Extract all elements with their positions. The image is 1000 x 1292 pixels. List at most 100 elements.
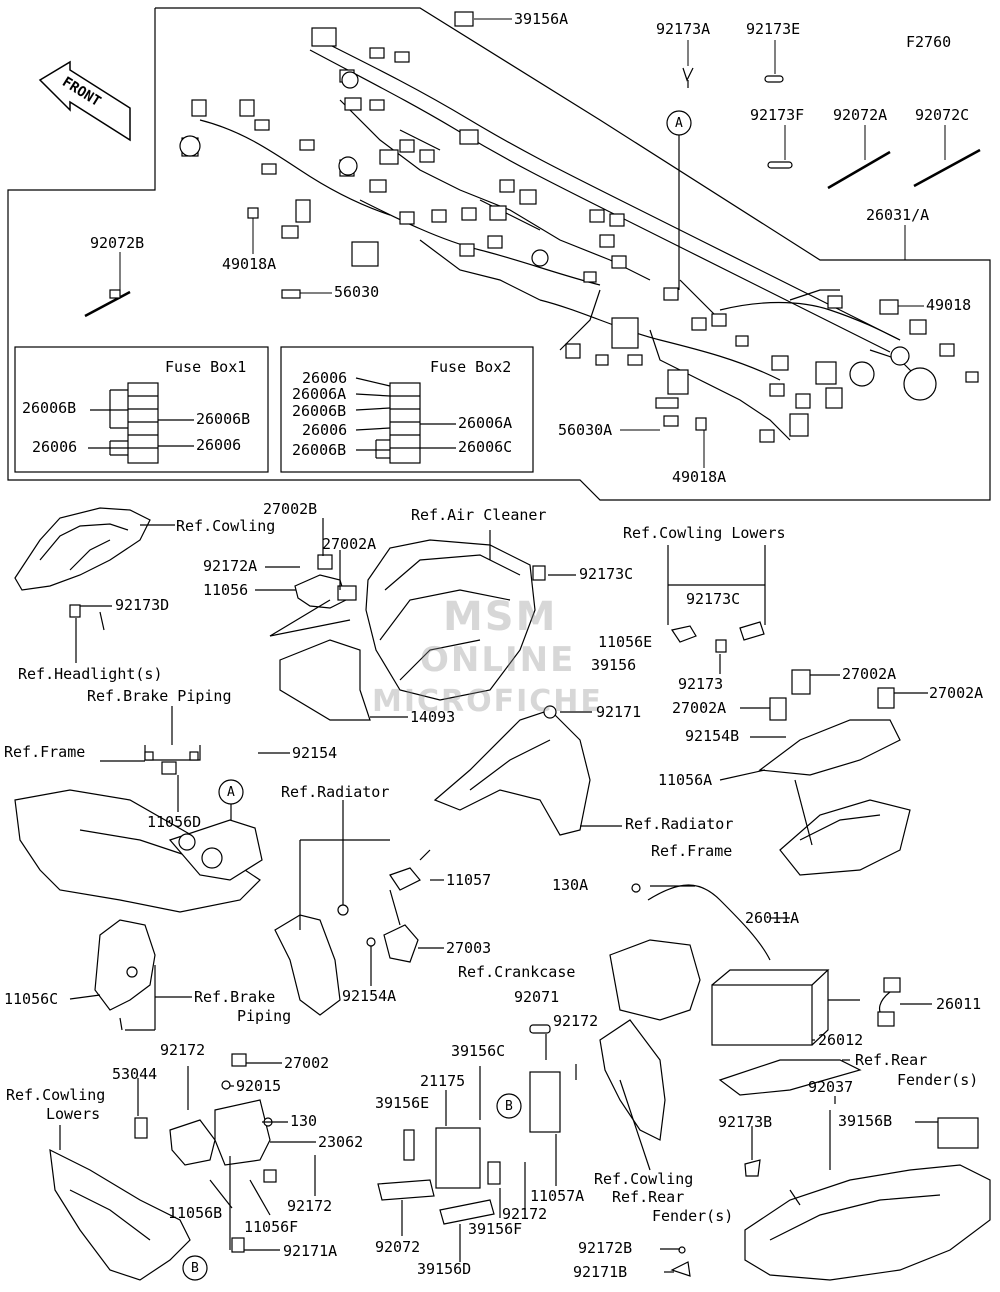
part-92072a[interactable]: 92072A (833, 106, 888, 124)
harness-frame-outline (7, 7, 991, 501)
part-27002a-r1[interactable]: 27002A (842, 665, 897, 683)
fuse-box-1-outline (14, 346, 269, 473)
part-26031a[interactable]: 26031/A (866, 206, 930, 224)
part-21175[interactable]: 21175 (420, 1072, 466, 1090)
part-49018a-top[interactable]: 49018A (222, 255, 277, 273)
part-92171[interactable]: 92171 (596, 703, 642, 721)
part-11056f[interactable]: 11056F (244, 1218, 299, 1236)
ref-brake-piping-top[interactable]: Ref.Brake Piping (87, 687, 232, 705)
ref-rear-fender-2[interactable]: Fender(s) (897, 1071, 979, 1089)
radiator-bracket (274, 800, 444, 1016)
ref-air-cleaner[interactable]: Ref.Air Cleaner (411, 506, 547, 524)
part-92173d[interactable]: 92173D (115, 596, 170, 614)
rear-fender-drawing (660, 1096, 991, 1281)
ref-rear-fender-1[interactable]: Ref.Rear (855, 1051, 928, 1069)
part-39156a[interactable]: 39156A (514, 10, 569, 28)
part-49018[interactable]: 49018 (926, 296, 972, 314)
part-56030a[interactable]: 56030A (558, 421, 613, 439)
part-92072[interactable]: 92072 (375, 1238, 421, 1256)
ref-brake-piping-bottom-2[interactable]: Piping (237, 1007, 292, 1025)
ref-cowling-lowers-left-2[interactable]: Lowers (46, 1105, 101, 1123)
part-11056c[interactable]: 11056C (4, 990, 59, 1008)
part-11057a[interactable]: 11057A (530, 1187, 585, 1205)
fuse-box-2-right-0: 26006A (458, 414, 513, 432)
right-tray-bracket (719, 669, 928, 876)
part-130[interactable]: 130 (290, 1112, 318, 1130)
part-39156[interactable]: 39156 (591, 656, 637, 674)
part-92037[interactable]: 92037 (808, 1078, 854, 1096)
part-92015[interactable]: 92015 (236, 1077, 282, 1095)
part-11056[interactable]: 11056 (203, 581, 249, 599)
part-92173f[interactable]: 92173F (750, 106, 805, 124)
part-130a[interactable]: 130A (552, 876, 589, 894)
part-27003[interactable]: 27003 (446, 939, 492, 957)
part-92172-bl[interactable]: 92172 (287, 1197, 333, 1215)
part-39156f[interactable]: 39156F (468, 1220, 523, 1238)
ref-radiator-right[interactable]: Ref.Radiator (625, 815, 734, 833)
part-23062[interactable]: 23062 (318, 1133, 364, 1151)
ref-headlights[interactable]: Ref.Headlight(s) (18, 665, 163, 683)
part-92173a[interactable]: 92173A (656, 20, 711, 38)
part-92173[interactable]: 92173 (678, 675, 724, 693)
ref-cowling-lowers-left-1[interactable]: Ref.Cowling (6, 1086, 106, 1104)
part-92072b[interactable]: 92072B (90, 234, 145, 252)
part-27002[interactable]: 27002 (284, 1054, 330, 1072)
part-92172-mid[interactable]: 92172 (553, 1012, 599, 1030)
figure-code: F2760 (906, 33, 952, 51)
ref-cowling[interactable]: Ref.Cowling (176, 517, 276, 535)
ref-brake-piping-bottom-1[interactable]: Ref.Brake (194, 988, 276, 1006)
part-39156d[interactable]: 39156D (417, 1260, 472, 1278)
part-27002b[interactable]: 27002B (263, 500, 318, 518)
part-26012[interactable]: 26012 (818, 1031, 864, 1049)
fuse-box-1-right-0: 26006B (196, 410, 251, 428)
part-92154[interactable]: 92154 (292, 744, 338, 762)
part-92172-bm[interactable]: 92172 (502, 1205, 548, 1223)
part-92171a[interactable]: 92171A (283, 1242, 338, 1260)
lower-left-cowling (49, 1053, 316, 1281)
radiator-shroud (433, 705, 622, 836)
part-26011[interactable]: 26011 (936, 995, 982, 1013)
part-49018a-mid[interactable]: 49018A (672, 468, 727, 486)
part-92173b[interactable]: 92173B (718, 1113, 773, 1131)
ref-radiator-top[interactable]: Ref.Radiator (281, 783, 390, 801)
watermark-line1: MSM (443, 594, 558, 640)
ref-frame-left[interactable]: Ref.Frame (4, 743, 86, 761)
wiring-harness (199, 39, 921, 441)
part-92172-left[interactable]: 92172 (160, 1041, 206, 1059)
part-27002a-left[interactable]: 27002A (322, 535, 377, 553)
part-56030[interactable]: 56030 (334, 283, 380, 301)
part-92172a[interactable]: 92172A (203, 557, 258, 575)
part-92173e[interactable]: 92173E (746, 20, 801, 38)
part-11056a[interactable]: 11056A (658, 771, 713, 789)
part-26011a[interactable]: 26011A (745, 909, 800, 927)
ref-rear-fender-bottom-1[interactable]: Ref.Rear (612, 1188, 685, 1206)
callout-b-circles (182, 1093, 522, 1281)
part-14093[interactable]: 14093 (410, 708, 456, 726)
part-92154b[interactable]: 92154B (685, 727, 740, 745)
part-92173c-right[interactable]: 92173C (686, 590, 741, 608)
part-92172b[interactable]: 92172B (578, 1239, 633, 1257)
part-39156e[interactable]: 39156E (375, 1094, 430, 1112)
ref-cowling-bottom[interactable]: Ref.Cowling (594, 1170, 694, 1188)
part-92072c[interactable]: 92072C (915, 106, 970, 124)
part-39156c[interactable]: 39156C (451, 1042, 506, 1060)
fuse-box-2-left-3: 26006 (302, 421, 348, 439)
ref-rear-fender-bottom-2[interactable]: Fender(s) (652, 1207, 734, 1225)
ref-crankcase[interactable]: Ref.Crankcase (458, 963, 576, 981)
part-11056b[interactable]: 11056B (168, 1204, 223, 1222)
ref-frame-right[interactable]: Ref.Frame (651, 842, 733, 860)
part-92154a[interactable]: 92154A (342, 987, 397, 1005)
part-11056d[interactable]: 11056D (147, 813, 202, 831)
part-92173c-top[interactable]: 92173C (579, 565, 634, 583)
part-53044[interactable]: 53044 (112, 1065, 158, 1083)
part-39156b[interactable]: 39156B (838, 1112, 893, 1130)
ref-cowling-lowers-top[interactable]: Ref.Cowling Lowers (623, 524, 786, 542)
part-11057[interactable]: 11057 (446, 871, 492, 889)
part-92071[interactable]: 92071 (514, 988, 560, 1006)
part-27002a-r3[interactable]: 27002A (672, 699, 727, 717)
fuse-box-2-left-1: 26006A (292, 385, 347, 403)
part-92171b[interactable]: 92171B (573, 1263, 628, 1281)
part-27002a-r2[interactable]: 27002A (929, 684, 984, 702)
front-arrow-icon (38, 60, 131, 142)
part-11056e[interactable]: 11056E (598, 633, 653, 651)
